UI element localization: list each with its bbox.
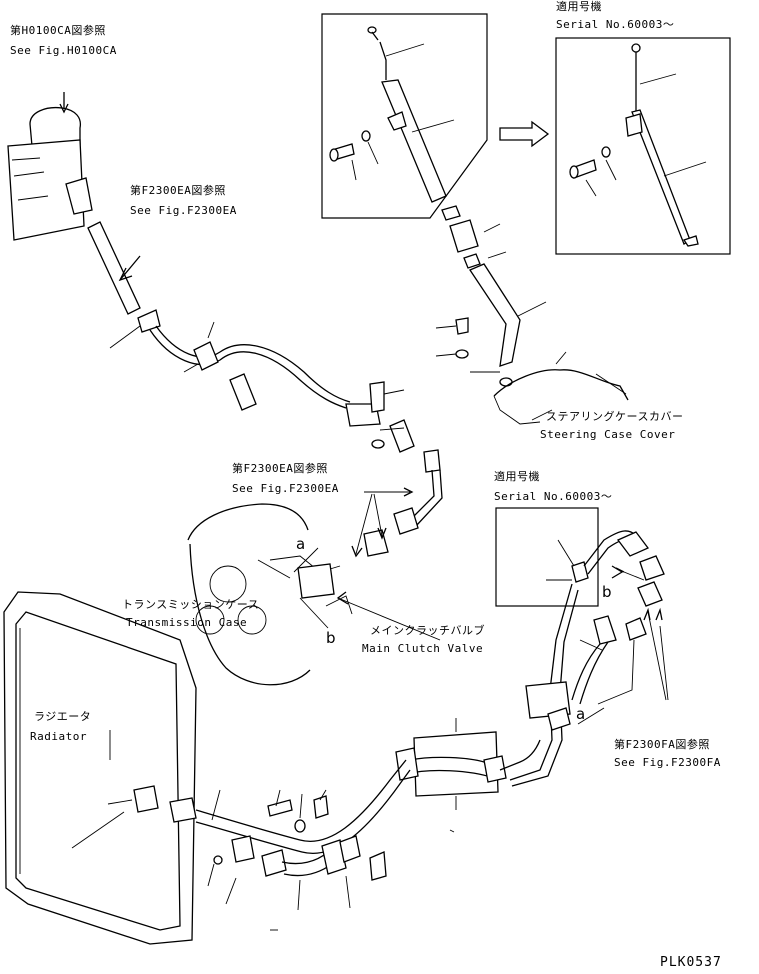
inset-dipstick-detail: [321, 13, 488, 219]
main-clutch-valve-jp: メインクラッチバルブ: [370, 624, 485, 637]
ref-f2300fa-jp: 第F2300FA図参照: [614, 738, 710, 751]
main-clutch-valve-en: Main Clutch Valve: [362, 642, 484, 655]
radiator-sketch: [3, 591, 223, 945]
steering-case-cover-jp: ステアリングケースカバー: [546, 410, 684, 423]
figure-code: PLK0537: [660, 955, 722, 970]
serial-mid-en: Serial No.60003～: [494, 490, 613, 503]
oil-hose-lower-left: [169, 759, 455, 931]
serial-top-en: Serial No.60003～: [556, 18, 675, 31]
dipstick-pipe-assembly: [435, 205, 629, 425]
inset-serial-variant: [555, 37, 731, 255]
reference-arrows-mid: [351, 487, 414, 558]
serial-mid-jp: 適用号機: [494, 470, 540, 483]
ref-f2300ea-top-en: See Fig.F2300EA: [130, 204, 237, 217]
ref-f2300fa-en: See Fig.F2300FA: [614, 756, 721, 769]
marker-a-clutch: a: [296, 535, 306, 553]
radiator-jp: ラジエータ: [34, 710, 92, 723]
arrow-right-icon: [499, 120, 550, 148]
steering-case-cover-en: Steering Case Cover: [540, 428, 676, 441]
radiator-en: Radiator: [30, 730, 87, 743]
ref-f2300ea-mid-jp: 第F2300EA図参照: [232, 462, 328, 475]
ref-f2300ea-top-jp: 第F2300EA図参照: [130, 184, 226, 197]
transmission-case-jp: トランスミッションケース: [122, 598, 260, 611]
ref-h0100ca-en: See Fig.H0100CA: [10, 44, 117, 57]
leader-lines: [109, 409, 553, 760]
inset-serial-variant-mid: [495, 507, 665, 607]
transmission-case-en: Transmission Case: [126, 616, 248, 629]
oil-hose-upper: [149, 321, 443, 557]
marker-b-inset: b: [602, 583, 613, 601]
marker-a-lower: a: [576, 705, 586, 723]
oil-cooler-bracket: [395, 718, 541, 810]
oil-hose-lower-right: [509, 583, 669, 787]
ref-h0100ca-jp: 第H0100CA図参照: [10, 24, 106, 37]
serial-top-jp: 適用号機: [556, 0, 602, 13]
marker-b-clutch: b: [326, 629, 337, 647]
transmission-case-sketch: [187, 503, 441, 686]
engine-oil-filter-sketch: [7, 92, 161, 349]
ref-f2300ea-mid-en: See Fig.F2300EA: [232, 482, 339, 495]
